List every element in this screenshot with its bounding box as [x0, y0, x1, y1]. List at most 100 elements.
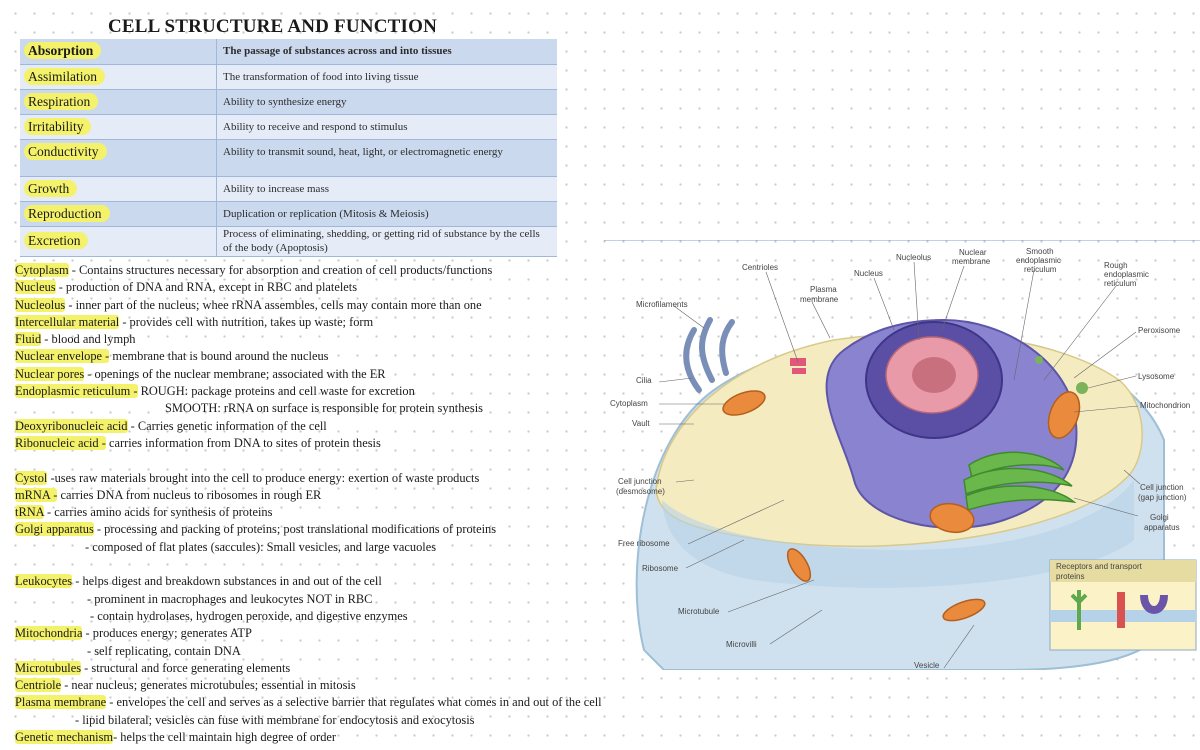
note-line: - contain hydrolases, hydrogen peroxide,…: [15, 608, 755, 625]
diagram-label: Golgi: [1150, 513, 1169, 522]
note-line: Cytoplasm - Contains structures necessar…: [15, 262, 755, 279]
function-term: Growth: [24, 179, 78, 197]
function-term: Assimilation: [24, 67, 106, 85]
note-line: Mitochondria - produces energy; generate…: [15, 625, 755, 642]
note-line: Microtubules - structural and force gene…: [15, 660, 755, 677]
note-term: Nucleus: [15, 280, 56, 295]
note-term: Intercellular material: [15, 314, 120, 329]
note-text: SMOOTH: rRNA on surface is responsible f…: [165, 401, 483, 416]
table-row: Assimilation The transformation of food …: [20, 64, 557, 90]
note-line: Nucleolus - inner part of the nucleus; w…: [15, 297, 755, 314]
note-line: - composed of flat plates (saccules): Sm…: [15, 539, 755, 556]
note-line: Cystol -uses raw materials brought into …: [15, 470, 755, 487]
function-term: Reproduction: [24, 204, 110, 222]
note-text: - self replicating, contain DNA: [87, 643, 241, 658]
cilia: [683, 317, 735, 393]
note-text: - Carries genetic information of the cel…: [127, 418, 327, 433]
note-term: Ribonucleic acid -: [15, 435, 106, 450]
table-row: Growth Ability to increase mass: [20, 176, 557, 202]
table-row: Absorption The passage of substances acr…: [20, 39, 557, 65]
note-term: Mitochondria: [15, 626, 83, 641]
diagram-label: Lysosome: [1138, 372, 1175, 381]
table-row: Irritability Ability to receive and resp…: [20, 114, 557, 140]
function-desc: Process of eliminating, shedding, or get…: [216, 226, 557, 257]
table-row: Reproduction Duplication or replication …: [20, 201, 557, 227]
centrioles: [790, 358, 806, 374]
note-term: mRNA -: [15, 487, 58, 502]
note-text: - prominent in macrophages and leukocyte…: [87, 591, 373, 606]
diagram-label: membrane: [800, 295, 839, 304]
table-row: Conductivity Ability to transmit sound, …: [20, 139, 557, 177]
function-term: Absorption: [24, 42, 102, 60]
cell-illustration: Receptors and transport proteins: [604, 240, 1200, 670]
note-text: membrane that is bound around the nucleu…: [109, 349, 329, 364]
note-term: Leukocytes: [15, 574, 73, 589]
note-term: Endoplasmic reticulum -: [15, 384, 138, 399]
note-text: - structural and force generating elemen…: [81, 660, 291, 675]
diagram-label: Microfilaments: [636, 300, 688, 309]
note-term: Nuclear envelope -: [15, 349, 110, 364]
note-line: Leukocytes - helps digest and breakdown …: [15, 573, 755, 590]
note-text: - Contains structures necessary for abso…: [68, 263, 493, 277]
diagram-label: Receptors and transport: [1056, 562, 1143, 571]
note-text: - inner part of the nucleus; whee rRNA a…: [65, 297, 482, 312]
diagram-label: Mitochondrion: [1140, 401, 1190, 410]
note-term: Fluid: [15, 332, 42, 347]
diagram-label: Microvilli: [726, 640, 757, 649]
note-text: - helps digest and breakdown substances …: [72, 574, 382, 589]
function-term: Excretion: [24, 232, 89, 249]
note-term: Golgi apparatus: [15, 522, 94, 537]
note-line: - lipid bilateral; vesicles can fuse wit…: [15, 712, 755, 729]
note-text: -uses raw materials brought into the cel…: [47, 470, 480, 485]
cell-diagram: Receptors and transport proteins: [604, 240, 1200, 670]
diagram-label: Centrioles: [742, 263, 778, 272]
note-text: carries DNA from nucleus to ribosomes in…: [57, 487, 322, 502]
diagram-label: Cell junction: [618, 477, 662, 486]
diagram-label: Rough: [1104, 261, 1128, 270]
diagram-label: Cytoplasm: [610, 399, 648, 408]
note-term: Plasma membrane: [15, 695, 107, 710]
diagram-label: reticulum: [1024, 265, 1057, 274]
note-term: tRNA: [15, 505, 44, 520]
note-text: ROUGH: package proteins and cell waste f…: [137, 384, 415, 399]
table-row: Excretion Process of eliminating, sheddi…: [20, 226, 557, 257]
note-line: Deoxyribonucleic acid - Carries genetic …: [15, 418, 755, 435]
table-row: Respiration Ability to synthesize energy: [20, 89, 557, 115]
note-line: - prominent in macrophages and leukocyte…: [15, 591, 755, 608]
note-line: - self replicating, contain DNA: [15, 643, 755, 660]
note-text: - contain hydrolases, hydrogen peroxide,…: [90, 608, 408, 623]
note-line: Intercellular material - provides cell w…: [15, 314, 755, 331]
diagram-label: Ribosome: [642, 564, 679, 573]
function-desc: Ability to synthesize energy: [216, 89, 557, 115]
note-text: - helps the cell maintain high degree of…: [113, 730, 337, 745]
note-text: - processing and packing of proteins; po…: [93, 522, 497, 537]
note-term: Cystol: [15, 470, 48, 485]
diagram-label: apparatus: [1144, 523, 1180, 532]
diagram-label: Nuclear: [959, 248, 987, 257]
note-term: Deoxyribonucleic acid: [15, 418, 128, 433]
note-line: Golgi apparatus - processing and packing…: [15, 521, 755, 538]
mitochondria: [722, 390, 1081, 622]
diagram-label: Cell junction: [1140, 483, 1184, 492]
function-term: Conductivity: [24, 142, 107, 160]
note-term: Genetic mechanism: [15, 730, 114, 745]
diagram-label: proteins: [1056, 572, 1084, 581]
function-desc: The transformation of food into living t…: [216, 64, 557, 90]
golgi-apparatus: [963, 451, 1077, 511]
diagram-label: Nucleus: [854, 269, 883, 278]
note-term: Nucleolus: [15, 297, 66, 312]
note-text: - near nucleus; generates microtubules; …: [61, 678, 356, 693]
function-desc: Ability to increase mass: [216, 176, 557, 202]
cell-functions-table: Absorption The passage of substances acr…: [20, 39, 557, 257]
note-term: Nuclear pores: [15, 366, 85, 381]
note-line: Genetic mechanism- helps the cell mainta…: [15, 729, 755, 746]
note-text: carries information from DNA to sites of…: [105, 435, 381, 450]
diagram-label: reticulum: [1104, 279, 1137, 288]
diagram-label: endoplasmic: [1104, 270, 1149, 279]
lysosomes: [1035, 356, 1088, 394]
diagram-label: (gap junction): [1138, 493, 1187, 502]
note-text: - produces energy; generates ATP: [82, 626, 252, 641]
diagram-label: Cilia: [636, 376, 652, 385]
function-desc: Duplication or replication (Mitosis & Me…: [216, 201, 557, 227]
diagram-label: Vault: [632, 419, 650, 428]
